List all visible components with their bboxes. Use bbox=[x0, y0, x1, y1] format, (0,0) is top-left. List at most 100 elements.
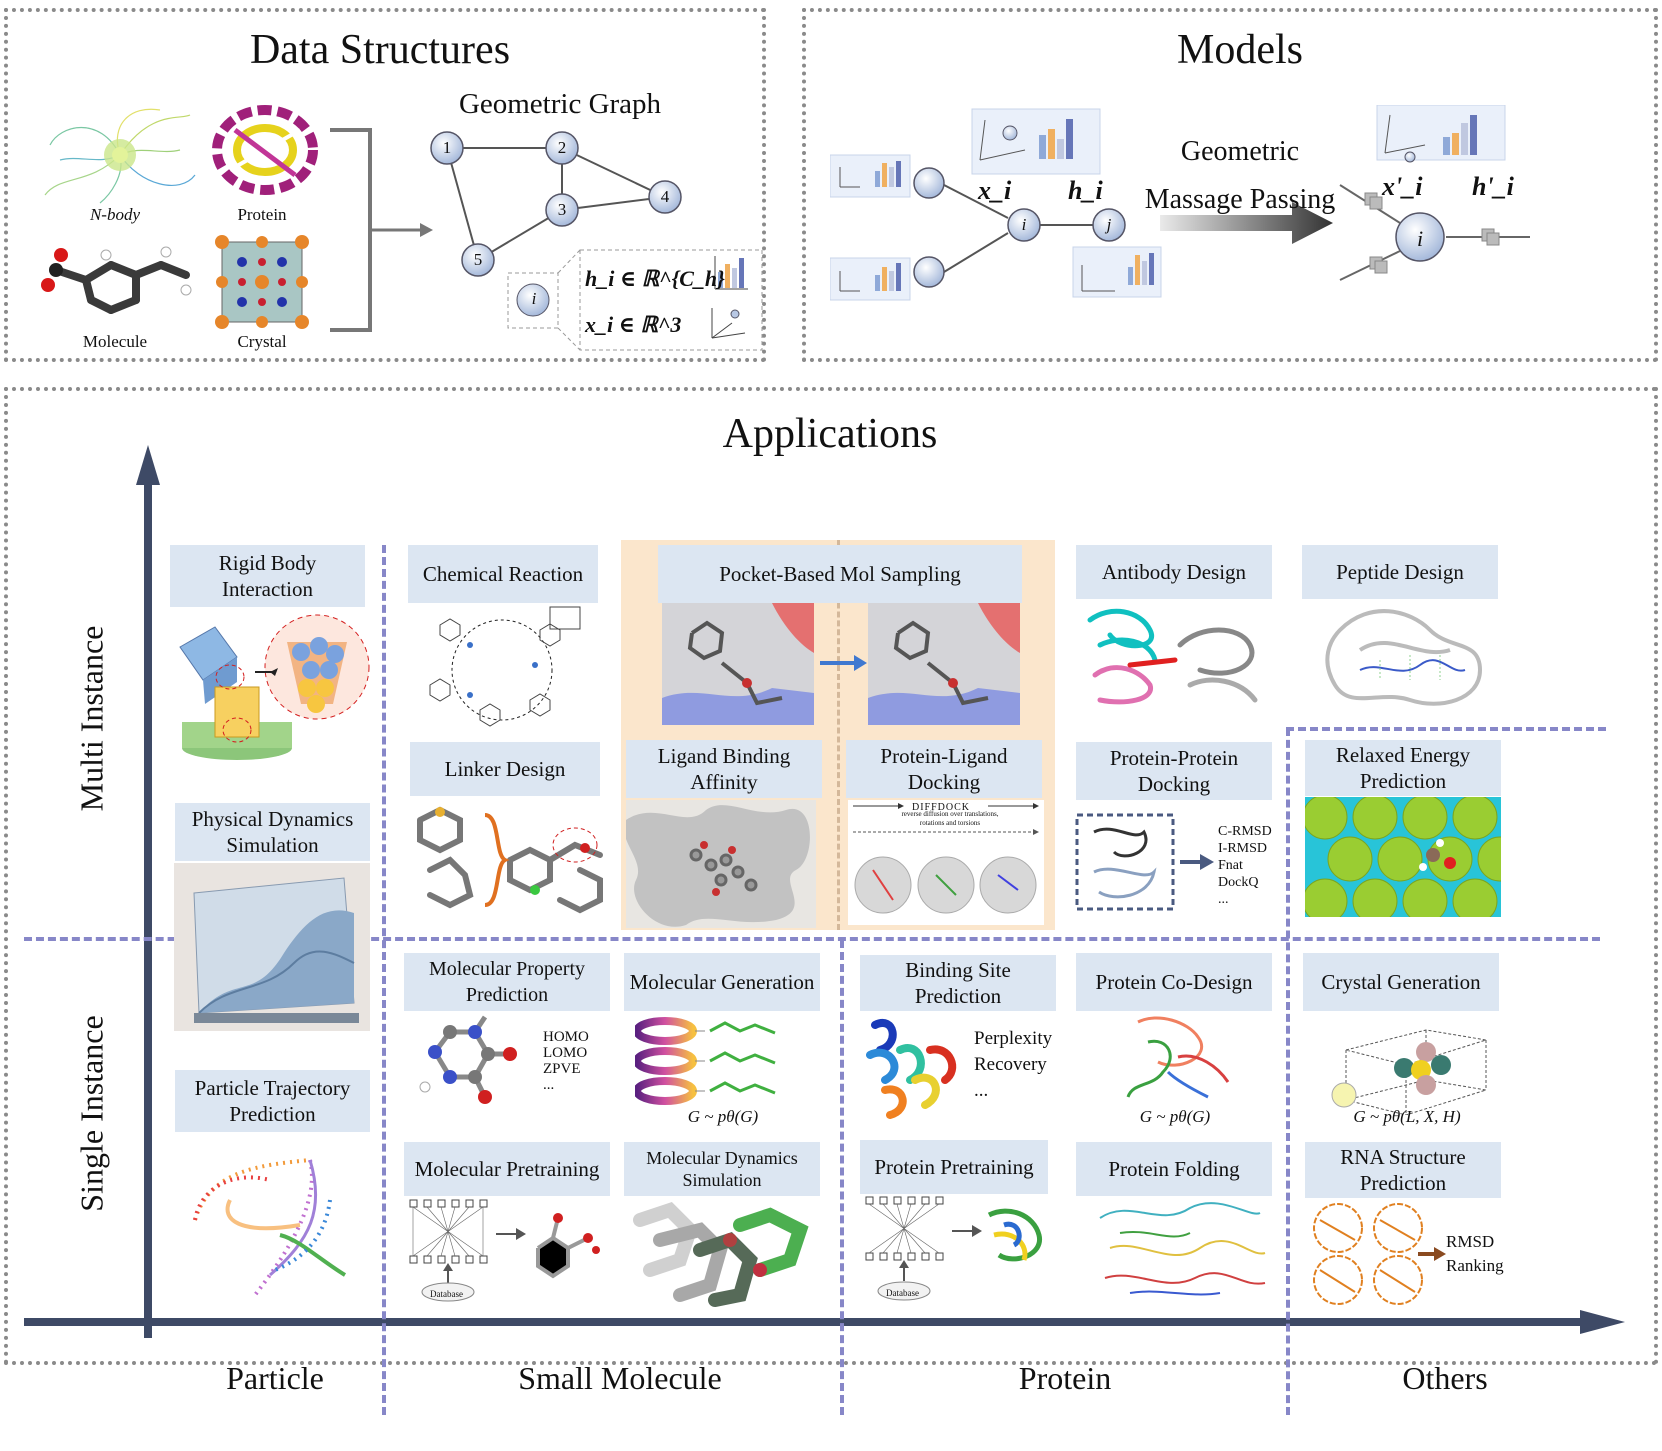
highlight-divider bbox=[837, 540, 840, 930]
mol-property-target-1: LOMO bbox=[543, 1045, 588, 1061]
divider-others-top bbox=[1286, 727, 1606, 731]
task-physical-dynamics: Physical Dynamics Simulation bbox=[175, 803, 370, 861]
geometric-graph bbox=[430, 131, 682, 277]
task-relaxed-energy: Relaxed Energy Prediction bbox=[1305, 740, 1501, 796]
x-axis-small-molecule: Small Molecule bbox=[518, 1360, 722, 1396]
protein-database-label: Database bbox=[886, 1288, 919, 1298]
task-peptide-design: Peptide Design bbox=[1302, 545, 1498, 599]
rna-metric-1: Ranking bbox=[1446, 1256, 1504, 1275]
crystal-caption: Crystal bbox=[237, 332, 287, 351]
task-mol-pretraining: Molecular Pretraining bbox=[404, 1142, 610, 1196]
node-4-label: 4 bbox=[660, 187, 670, 206]
task-protein-pretraining: Protein Pretraining bbox=[860, 1140, 1048, 1194]
models-out-node-i: i bbox=[1416, 226, 1424, 251]
arrow-text-2: Massage Passing bbox=[1144, 184, 1336, 215]
mol-property-target-2: ZPVE bbox=[543, 1061, 581, 1077]
h-label: h_i bbox=[1068, 176, 1103, 205]
peptide-design-image bbox=[1325, 609, 1483, 706]
binding-site-metric-2: ... bbox=[974, 1080, 989, 1101]
graph-node-4 bbox=[648, 180, 682, 214]
task-binding-site: Binding Site Prediction bbox=[860, 955, 1056, 1011]
message-passing-diagram bbox=[830, 105, 1530, 301]
molecule-caption: Molecule bbox=[82, 332, 148, 351]
task-antibody-design: Antibody Design bbox=[1076, 545, 1272, 599]
node-5-label: 5 bbox=[473, 250, 483, 269]
feature-x: x_i ∈ ℝ^3 bbox=[585, 312, 682, 337]
database-label: Database bbox=[430, 1289, 463, 1299]
y-axis-multi: Multi Instance bbox=[73, 625, 110, 812]
mol-generation-formula: G ~ pθ(G) bbox=[687, 1107, 759, 1126]
task-protein-ligand-docking: Protein-Ligand Docking bbox=[846, 740, 1042, 798]
ppdocking-metric-4: ... bbox=[1218, 892, 1229, 907]
protein-protein-docking-image bbox=[1075, 813, 1214, 911]
divider-multi-single bbox=[24, 937, 1600, 941]
ppdocking-metric-1: I-RMSD bbox=[1218, 841, 1268, 856]
ppdocking-metric-0: C-RMSD bbox=[1218, 824, 1272, 839]
binding-site-image bbox=[866, 1019, 957, 1119]
applications-panel bbox=[4, 387, 1658, 1365]
rna-metric-0: RMSD bbox=[1446, 1232, 1495, 1251]
task-rigid-body: Rigid Body Interaction bbox=[170, 545, 365, 607]
rigid-body-image bbox=[179, 614, 370, 760]
particle-trajectory-image bbox=[193, 1158, 347, 1297]
protein-ligand-docking-image bbox=[848, 800, 1044, 925]
task-protein-protein-docking: Protein-Protein Docking bbox=[1076, 742, 1272, 800]
protein-pretraining-image bbox=[865, 1196, 1042, 1301]
task-ligand-binding: Ligand Binding Affinity bbox=[626, 740, 822, 798]
codesign-formula: G ~ pθ(G) bbox=[1139, 1107, 1211, 1126]
feature-callout bbox=[507, 249, 763, 351]
x-axis-others: Others bbox=[1402, 1360, 1488, 1396]
models-node-j: j bbox=[1106, 215, 1112, 234]
linker-design-image bbox=[417, 806, 603, 914]
task-mol-property: Molecular Property Prediction bbox=[404, 953, 610, 1011]
rna-structure-image bbox=[1313, 1203, 1423, 1305]
x-axis-protein: Protein bbox=[1018, 1360, 1112, 1396]
models-panel bbox=[802, 8, 1658, 362]
bracket-arrow bbox=[330, 128, 433, 332]
task-linker-design: Linker Design bbox=[410, 742, 600, 796]
x-axis-particle: Particle bbox=[226, 1360, 324, 1396]
mol-property-target-0: HOMO bbox=[543, 1029, 589, 1045]
x-prime-label: x'_i bbox=[1382, 172, 1423, 201]
protein-folding-image bbox=[1099, 1202, 1266, 1296]
diffdock-label: DIFFDOCK bbox=[912, 802, 971, 813]
divider-particle-smallmol bbox=[382, 545, 386, 1415]
task-pocket-sampling: Pocket-Based Mol Sampling bbox=[658, 545, 1022, 603]
binding-site-metric-1: Recovery bbox=[974, 1054, 1047, 1075]
antibody-design-image bbox=[1087, 608, 1258, 705]
y-axis-single: Single Instance bbox=[73, 1015, 110, 1212]
task-particle-trajectory: Particle Trajectory Prediction bbox=[175, 1070, 370, 1132]
nbody-image bbox=[44, 108, 196, 204]
mol-generation-image bbox=[635, 1017, 776, 1105]
protein-caption: Protein bbox=[237, 205, 287, 224]
graph-node-5 bbox=[461, 243, 495, 277]
task-crystal-generation: Crystal Generation bbox=[1303, 953, 1499, 1011]
crystal-formula: G ~ pθ(L, X, H) bbox=[1353, 1107, 1461, 1126]
nbody-caption: N-body bbox=[89, 205, 141, 224]
task-mol-generation: Molecular Generation bbox=[624, 953, 820, 1011]
crystal-image bbox=[215, 235, 309, 329]
feature-h: h_i ∈ ℝ^{C_h} bbox=[585, 266, 725, 291]
node-3-label: 3 bbox=[557, 200, 567, 219]
x-label: x_i bbox=[978, 176, 1012, 205]
divider-smallmol-protein bbox=[840, 940, 844, 1415]
task-protein-codesign: Protein Co-Design bbox=[1076, 953, 1272, 1011]
chemical-reaction-image bbox=[429, 606, 581, 727]
task-rna-structure: RNA Structure Prediction bbox=[1305, 1142, 1501, 1198]
models-title: Models bbox=[1177, 27, 1303, 73]
mol-property-target-3: ... bbox=[543, 1077, 555, 1093]
ppdocking-metric-3: DockQ bbox=[1218, 875, 1259, 890]
molecule-image bbox=[41, 246, 192, 314]
node-2-label: 2 bbox=[557, 138, 567, 157]
callout-node-i: i bbox=[531, 289, 537, 308]
ligand-binding-image bbox=[626, 800, 816, 928]
md-simulation-image bbox=[633, 1201, 809, 1307]
data-structures-panel bbox=[4, 8, 766, 362]
graph-node-3 bbox=[545, 193, 579, 227]
h-prime-label: h'_i bbox=[1472, 172, 1514, 201]
protein-image bbox=[212, 105, 318, 195]
ppdocking-metric-2: Fnat bbox=[1218, 858, 1243, 873]
crystal-generation-image bbox=[1331, 1029, 1487, 1115]
mol-pretraining-image bbox=[409, 1199, 600, 1302]
graph-node-2 bbox=[545, 131, 579, 165]
